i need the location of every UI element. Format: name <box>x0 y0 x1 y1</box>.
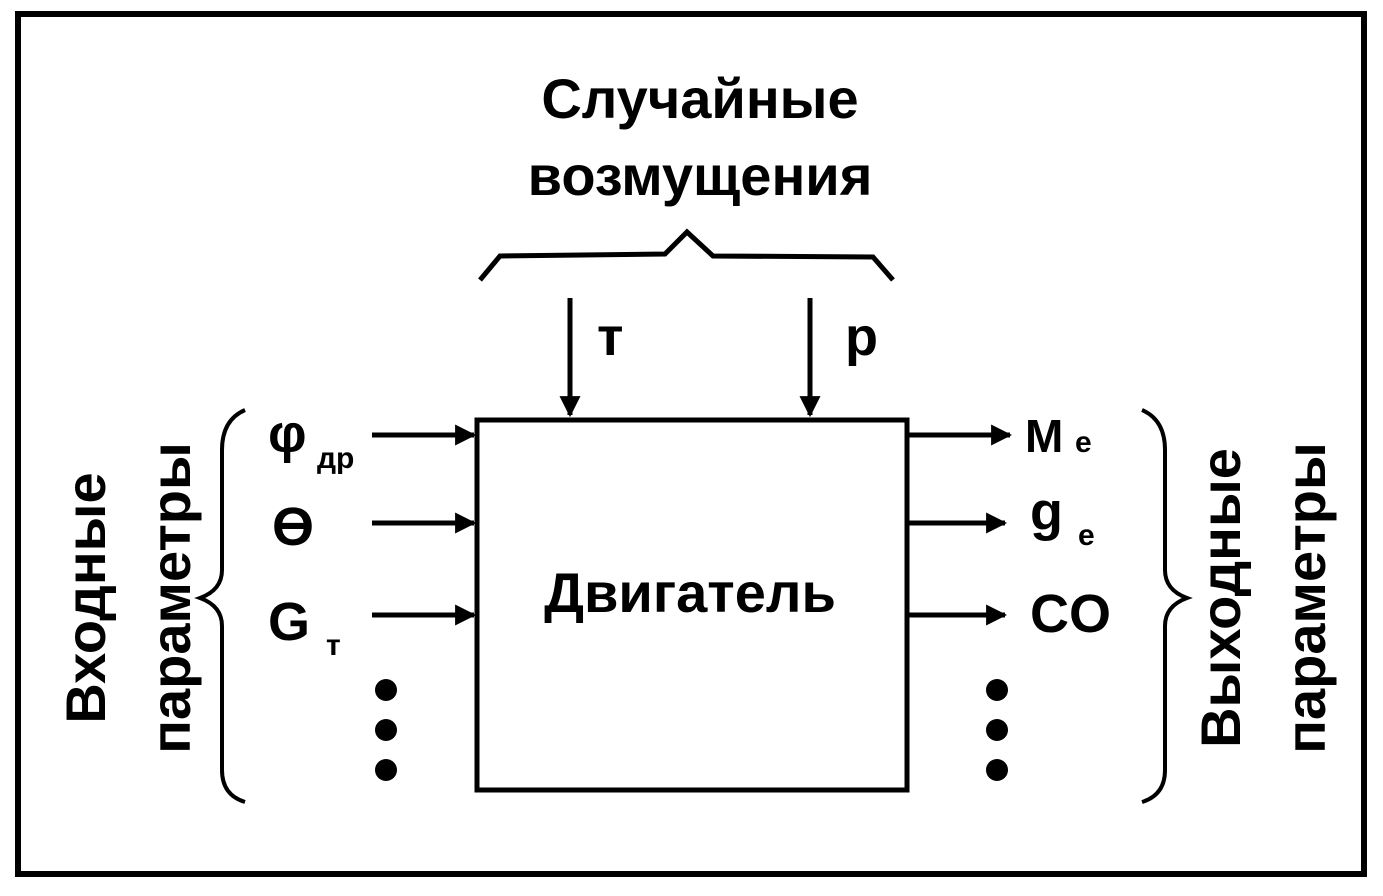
outputs-label-line2: параметры <box>1274 442 1337 754</box>
outputs-label-line1: Выходные <box>1189 448 1252 748</box>
inputs-ellipsis-dot <box>375 719 397 741</box>
theta-symbol: ϴ <box>272 497 314 557</box>
inputs-label-line1: Входные <box>54 472 117 723</box>
inputs-ellipsis-dot <box>375 679 397 701</box>
disturbances-title-line2: возмущения <box>528 144 873 207</box>
g-symbol: G <box>268 592 310 652</box>
ge-symbol: g <box>1030 482 1063 542</box>
phi-symbol: φ <box>268 404 307 464</box>
inputs-label-line2: параметры <box>139 442 202 754</box>
t-label: т <box>597 307 623 367</box>
engine-label: Двигатель <box>544 561 836 624</box>
g-subscript: т <box>326 629 341 662</box>
outputs-ellipsis-dot <box>986 679 1008 701</box>
ge-subscript: e <box>1078 519 1095 552</box>
outputs-brace <box>1141 408 1193 804</box>
engine-box <box>474 417 910 793</box>
disturbances-brace <box>478 228 895 282</box>
inputs-brace <box>194 408 246 804</box>
disturbances-title-line1: Случайные <box>541 67 858 130</box>
inputs-ellipsis-dot <box>375 759 397 781</box>
outputs-ellipsis-dot <box>986 759 1008 781</box>
outputs-ellipsis-dot <box>986 719 1008 741</box>
co-label: CO <box>1030 584 1111 644</box>
p-label: р <box>845 307 878 367</box>
me-symbol: M <box>1025 410 1063 462</box>
outer-frame <box>15 11 1367 877</box>
me-subscript: e <box>1075 426 1092 459</box>
phi-subscript: др <box>317 442 354 475</box>
